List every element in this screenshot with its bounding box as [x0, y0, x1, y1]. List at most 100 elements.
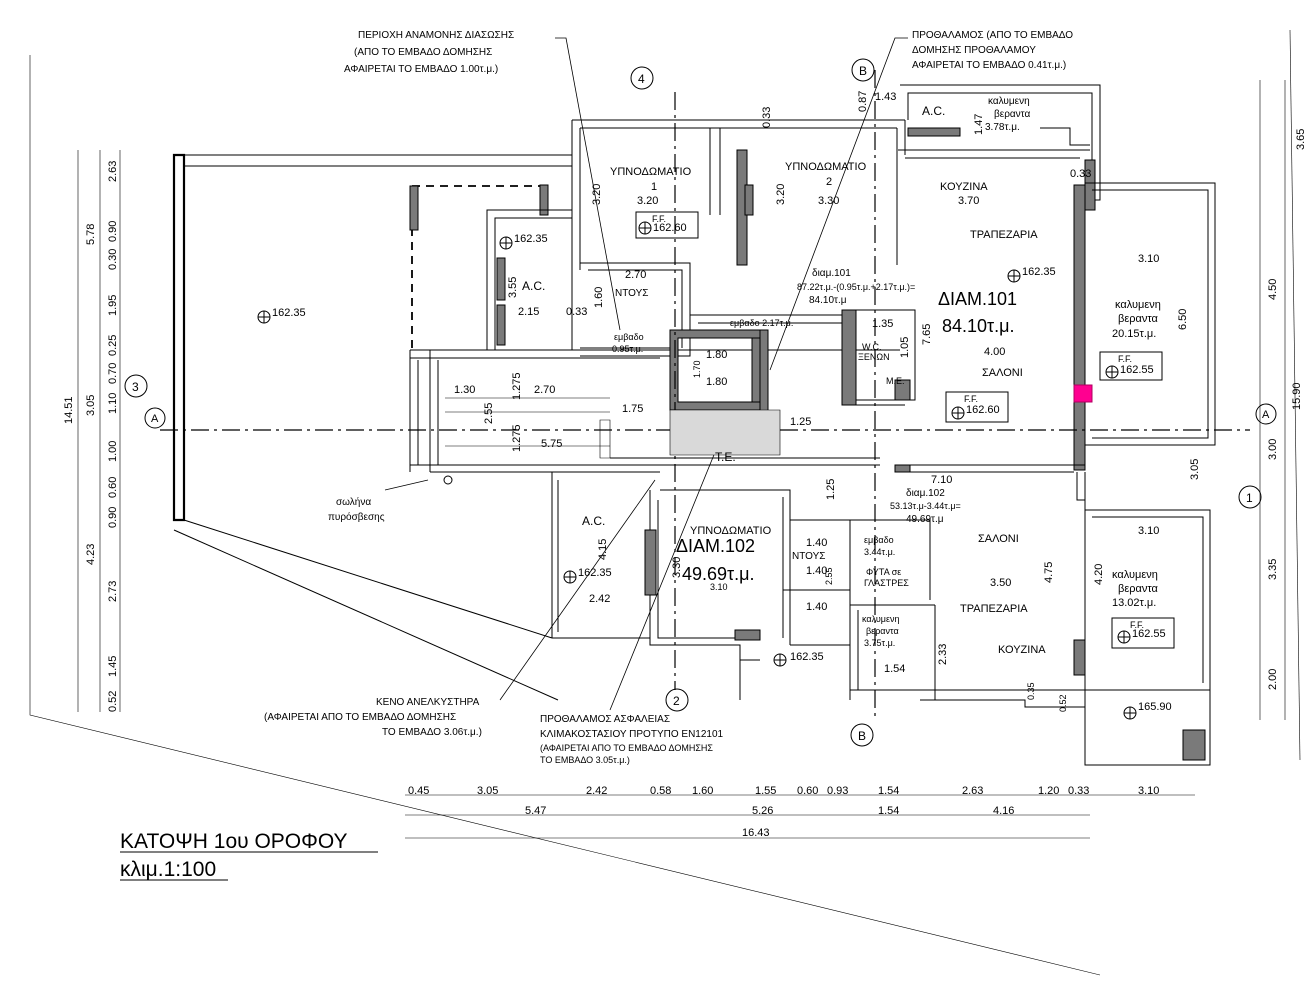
room-plants-2: ΓΛΑΣΤΡΕΣ	[864, 578, 909, 588]
dim-text: 1.55	[755, 785, 776, 797]
room-ac-top: A.C.	[922, 104, 945, 118]
dim-text: 1.95	[107, 295, 119, 316]
room-bedroom-1-dim: 3.20	[637, 195, 658, 207]
room-bedroom-1: ΥΠΝΟΔΩΜΑΤΙΟ	[610, 166, 692, 178]
note-line: (ΑΦΑΙΡΕΤΑΙ ΑΠΟ ΤΟ ΕΜΒΑΔΟ ΔΟΜΗΣΗΣ	[540, 743, 713, 753]
dim-text: 2.70	[625, 269, 646, 281]
room-bedroom-1-num: 1	[651, 181, 657, 193]
dim-text: 3.05	[1189, 459, 1201, 480]
room-emvado-a-1: εμβαδο	[614, 332, 644, 342]
elevation-value: 162.35	[514, 233, 548, 245]
note-line: ΠΡΟΘΑΛΑΜΟΣ ΑΣΦΑΛΕΙΑΣ	[540, 714, 670, 725]
apartment-area: 84.10τ.μ.	[942, 316, 1015, 336]
grid-marker-a-left: A	[144, 407, 166, 429]
elevation-value: 162.35	[790, 651, 824, 663]
dim-text: 5.78	[85, 224, 97, 245]
apartment-calc-result: 49.69τ.μ	[906, 514, 944, 525]
grid-marker-3: 3	[124, 374, 148, 398]
veranda-small-3: 3.75τ.μ.	[864, 638, 895, 648]
elevation-marker: F.F. 162.60	[945, 391, 1009, 423]
elevation-value: 162.35	[578, 567, 612, 579]
grid-marker-label: A	[151, 413, 159, 425]
grid-marker-b-top: B	[851, 58, 875, 82]
drawing-scale: κλιμ.1:100	[120, 858, 216, 881]
elevation-marker: 162.35	[257, 307, 306, 324]
dim-text: 3.05	[85, 395, 97, 416]
ff-label: F.F.	[1118, 354, 1132, 364]
dim-text: 0.25	[107, 335, 119, 356]
terrace-outline	[172, 153, 572, 701]
inner-dimensions: 2.70 3.55 2.15 0.33 1.60 0.87 0.33 3.20 …	[454, 91, 1201, 712]
room-emvado-c-2: 3.44τ.μ.	[864, 547, 895, 557]
dim-text: 5.26	[752, 805, 773, 817]
apartment-102: ΔΙΑΜ.102 49.69τ.μ. διαμ.102 53.13τ.μ-3.4…	[676, 488, 961, 584]
grid-marker-1: 1	[1238, 485, 1262, 509]
dim-text: 1.40	[806, 565, 827, 577]
dim-text: 4.50	[1267, 279, 1279, 300]
dim-text: 1.20	[1038, 785, 1059, 797]
dim-text: 5.47	[525, 805, 546, 817]
veranda-right-lower-1: καλυμενη	[1112, 569, 1158, 581]
elevation-marker: F.F. 162.60	[635, 211, 699, 239]
apartment-calc-result: 84.10τ.μ	[809, 295, 847, 306]
veranda-small-1: καλυμενη	[862, 614, 900, 624]
veranda-right-lower-3: 13.02τ.μ.	[1112, 597, 1156, 609]
elevation-markers: 162.35 162.35 F.F. 162.60 162.35 F.F. 16…	[257, 211, 1175, 720]
room-emvado-c-1: εμβαδο	[864, 535, 894, 545]
dim-text: 3.20	[591, 184, 603, 205]
dim-text: 0.70	[107, 363, 119, 384]
dim-text: 0.60	[107, 477, 119, 498]
dim-text: 1.54	[878, 785, 899, 797]
dim-text: 15.90	[1291, 382, 1303, 410]
elevation-value: 162.60	[653, 222, 687, 234]
dim-text: 4.75	[1043, 562, 1055, 583]
note-line: ΑΦΑΙΡΕΤΑΙ ΤΟ ΕΜΒΑΔΟ 0.41τ.μ.)	[912, 60, 1066, 71]
dim-text: 3.00	[1267, 439, 1279, 460]
dim-text: 0.33	[761, 107, 773, 128]
dim-text: 16.43	[742, 827, 770, 839]
note-line: ΚΛΙΜΑΚΟΣΤΑΣΙΟΥ ΠΡΟΤΥΠΟ EN12101	[540, 729, 724, 740]
drawing-title-text: ΚΑΤΟΨΗ 1ου ΟΡΟΦΟΥ	[120, 830, 348, 853]
room-bedroom-2: ΥΠΝΟΔΩΜΑΤΙΟ	[785, 161, 867, 173]
dim-text: 0.93	[827, 785, 848, 797]
grid-markers: 4 B 3 A A 1 2 B	[124, 58, 1277, 747]
grid-marker-4: 4	[630, 66, 654, 90]
dim-text: 2.42	[586, 785, 607, 797]
dim-text: 0.33	[566, 306, 587, 318]
left-dimensions: 2.63 0.90 0.30 1.95 0.25 0.70 1.10 1.00 …	[63, 161, 119, 712]
dim-text: 5.75	[541, 438, 562, 450]
dim-text: 4.23	[85, 544, 97, 565]
dim-text: 1.54	[884, 663, 905, 675]
note-fire-hose: σωλήνα πυρόσβεσης	[328, 475, 453, 523]
dim-text: 4.20	[1093, 564, 1105, 585]
room-shower-2: ΝΤΟΥΣ	[792, 551, 825, 562]
elevation-marker: F.F. 162.55	[1099, 351, 1163, 381]
note-waiting-area: ΠΕΡΙΟΧΗ ΑΝΑΜΟΝΗΣ ΔΙΑΣΩΣΗΣ (ΑΠΟ ΤΟ ΕΜΒΑΔΟ…	[344, 30, 514, 75]
room-living-102: ΣΑΛΟΝΙ	[978, 533, 1019, 545]
room-bedroom-102-dim: 3.10	[710, 582, 728, 592]
room-plants-1: ΦΥΤΑ σε	[866, 567, 901, 577]
dim-text: 1.45	[107, 656, 119, 677]
apartment-label: ΔΙΑΜ.102	[676, 536, 755, 556]
veranda-right-upper-2: βεραντα	[1118, 313, 1159, 325]
ff-label: F.F.	[652, 214, 666, 224]
dim-text: 3.55	[507, 277, 519, 298]
dim-text: 0.35	[1026, 682, 1036, 700]
elevation-value: 162.35	[272, 307, 306, 319]
dim-text: 2.63	[107, 161, 119, 182]
elevation-marker: 162.35	[773, 651, 824, 667]
dim-text: 1.30	[454, 384, 475, 396]
grid-marker-label: 2	[673, 694, 680, 708]
dim-text: 1.35	[872, 318, 893, 330]
apartment-label: ΔΙΑΜ.101	[938, 289, 1017, 309]
elevation-marker: 162.35	[563, 567, 612, 584]
dim-text: 1.75	[622, 403, 643, 415]
dim-text: 1.25	[790, 416, 811, 428]
apartment-calc: 87.22τ.μ.-(0.95τ.μ.+2.17τ.μ.)=	[797, 282, 915, 292]
apartment-calc-title: διαμ.101	[812, 268, 851, 279]
dim-text: 1.60	[593, 287, 605, 308]
apartment-calc-title: διαμ.102	[906, 488, 945, 499]
room-ac-bottom: A.C.	[582, 514, 605, 528]
elevation-marker: 162.35	[499, 233, 548, 250]
veranda-top-3: 3.78τ.μ.	[985, 122, 1020, 133]
